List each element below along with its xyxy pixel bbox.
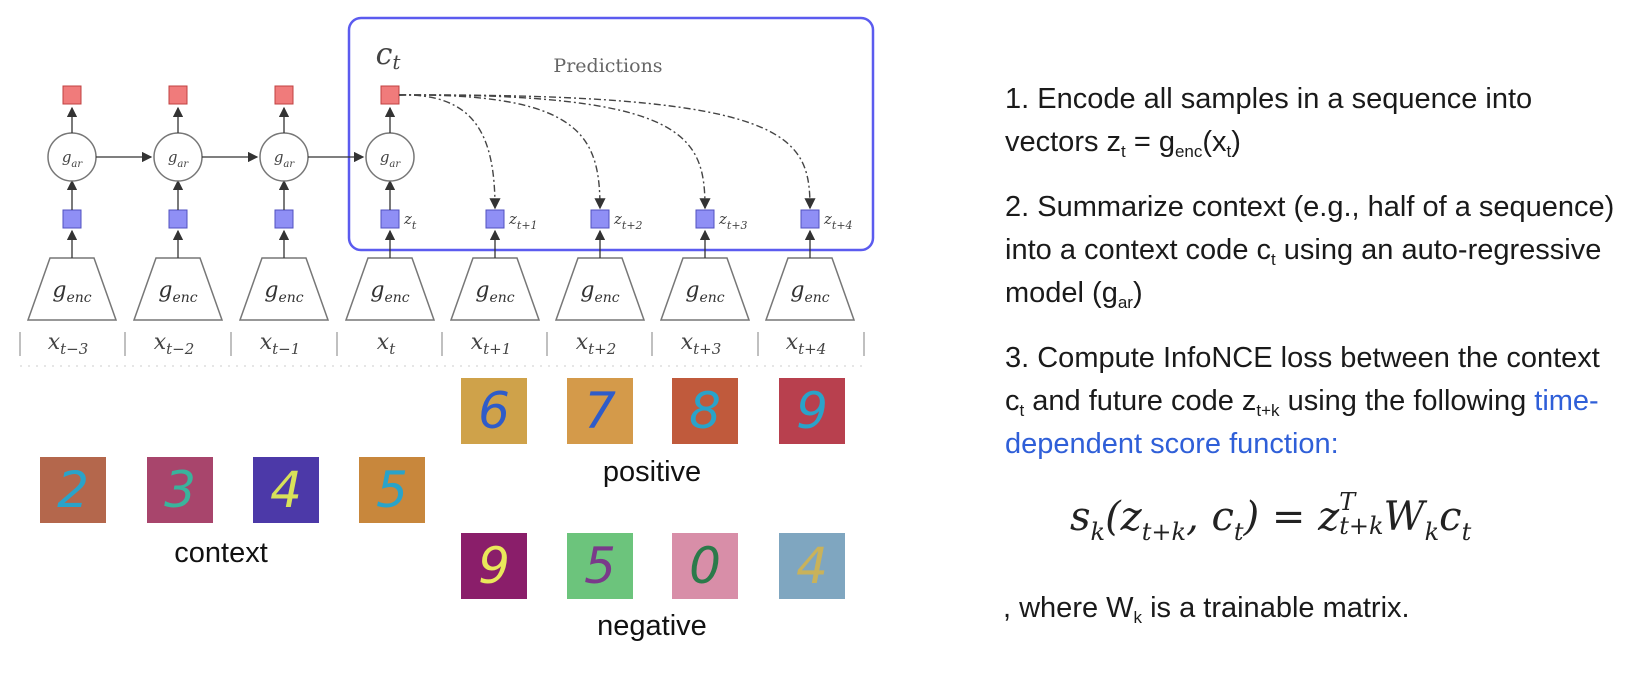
prediction-arrow [398,94,606,210]
ar-label: gar [62,148,84,170]
step-2: 2. Summarize context (e.g., half of a se… [1005,191,1615,312]
encoder-block [132,257,224,321]
encoder-block [659,257,751,321]
latent-box [168,209,188,229]
input-label: xt+3 [681,330,722,358]
score-function-link[interactable]: time-dependent score function: [1005,385,1599,460]
predictions-frame [347,16,875,252]
input-label: xt+2 [576,330,617,358]
negative-tile [672,533,738,599]
positive-tile [672,378,738,444]
prediction-arrow [398,94,816,210]
method-steps: 1. Encode all samples in a sequence into… [1005,78,1620,488]
negative-tile-digit: 4 [796,537,828,595]
positive-tile [779,378,845,444]
input-label: xt+4 [786,330,827,358]
latent-box [62,209,82,229]
encoder-block [26,257,118,321]
encoder-label: genc [264,278,303,306]
encoder-block [764,257,856,321]
context-caption: context [174,537,268,569]
context-tile-digit: 5 [376,461,408,519]
ar-unit [47,132,97,182]
ar-output-box [62,85,82,105]
context-tile-digit: 4 [270,461,302,519]
predictions-label: Predictions [553,55,662,77]
encoder-label: genc [475,278,514,306]
input-label: xt+1 [471,330,512,358]
encoder-block [344,257,436,321]
input-label: xt−2 [154,330,195,358]
ar-output-box [274,85,294,105]
prediction-arrow [398,94,711,210]
positive-caption: positive [603,456,701,488]
encoder-block [238,257,330,321]
ar-label: gar [274,148,296,170]
encoder-block [449,257,541,321]
positive-tile-digit: 7 [584,382,616,440]
positive-tile-digit: 6 [478,382,510,440]
input-label: xt−1 [260,330,301,358]
input-label: xt−3 [48,330,89,358]
latent-box [800,209,820,229]
latent-box [590,209,610,229]
ar-output-box [168,85,188,105]
trainable-matrix-note: , where Wk is a trainable matrix. [1003,592,1410,627]
context-tile [40,457,106,523]
context-tile-digit: 2 [57,461,89,519]
positive-tile-digit: 8 [689,382,721,440]
latent-box [695,209,715,229]
latent-box [485,209,505,229]
context-code-label: ct [376,37,402,74]
context-tile [147,457,213,523]
encoder-label: genc [370,278,409,306]
latent-label: zt+3 [718,210,748,232]
latent-label: zt+1 [508,210,538,232]
encoder-label: genc [580,278,619,306]
latent-label: zt+4 [823,210,853,232]
negative-tile-digit: 9 [478,537,510,595]
encoder-label: genc [685,278,724,306]
encoder-block [554,257,646,321]
negative-tile [567,533,633,599]
positive-tile-digit: 9 [796,382,828,440]
latent-label: zt+2 [613,210,643,232]
context-tile-digit: 3 [164,461,196,519]
ar-unit [259,132,309,182]
encoder-label: genc [52,278,91,306]
negative-tile [461,533,527,599]
positive-tile [461,378,527,444]
ar-label: gar [168,148,190,170]
latent-label: zt [403,210,417,232]
step-3: 3. Compute InfoNCE loss between the cont… [1005,342,1600,460]
ar-unit [365,132,415,182]
positive-tile [567,378,633,444]
latent-box [274,209,294,229]
input-label: xt [377,330,396,358]
latent-box [380,209,400,229]
context-tile [359,457,425,523]
negative-tile-digit: 0 [689,537,721,595]
ar-unit [153,132,203,182]
encoder-label: genc [790,278,829,306]
ar-label: gar [380,148,402,170]
negative-tile [779,533,845,599]
cpc-architecture-diagram: Predictions ct genc xt−3 genc xt−2 genc xt−1 gen… [19,16,875,642]
encoder-label: genc [158,278,197,306]
negative-tile-digit: 5 [584,537,616,595]
ar-output-box [380,85,400,105]
step-1: 1. Encode all samples in a sequence into… [1005,83,1533,161]
negative-caption: negative [597,610,707,642]
context-tile [253,457,319,523]
